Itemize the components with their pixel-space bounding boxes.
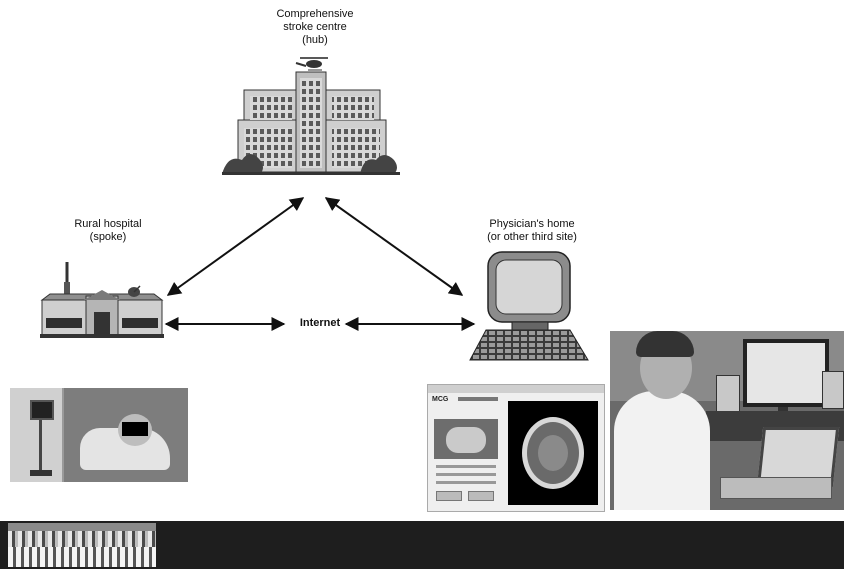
physician-figure	[614, 391, 710, 510]
ct-scan-image	[508, 401, 598, 505]
internet-label: Internet	[299, 317, 341, 329]
hub-label: Comprehensive stroke centre (hub)	[276, 8, 354, 46]
software-logo: MCG	[432, 396, 449, 403]
helicopter-icon	[295, 57, 328, 71]
hub-building-icon	[222, 57, 400, 175]
patient-room-photo	[10, 388, 188, 482]
spoke-label: Rural hospital (spoke)	[74, 218, 142, 243]
team-photo	[8, 523, 156, 567]
physician-photo	[610, 331, 844, 510]
rural-hospital-icon	[40, 262, 164, 338]
arrow-spoke-hub	[166, 197, 305, 296]
third-site-label: Physician's home (or other third site)	[487, 218, 577, 243]
arrow-hub-third	[324, 197, 464, 296]
speaker-icon	[716, 375, 740, 417]
bottom-banner	[0, 521, 844, 569]
video-monitor-icon	[30, 400, 54, 420]
computer-icon	[469, 251, 589, 361]
ct-software-screenshot: MCG	[427, 384, 605, 512]
desktop-monitor-icon	[743, 339, 829, 407]
